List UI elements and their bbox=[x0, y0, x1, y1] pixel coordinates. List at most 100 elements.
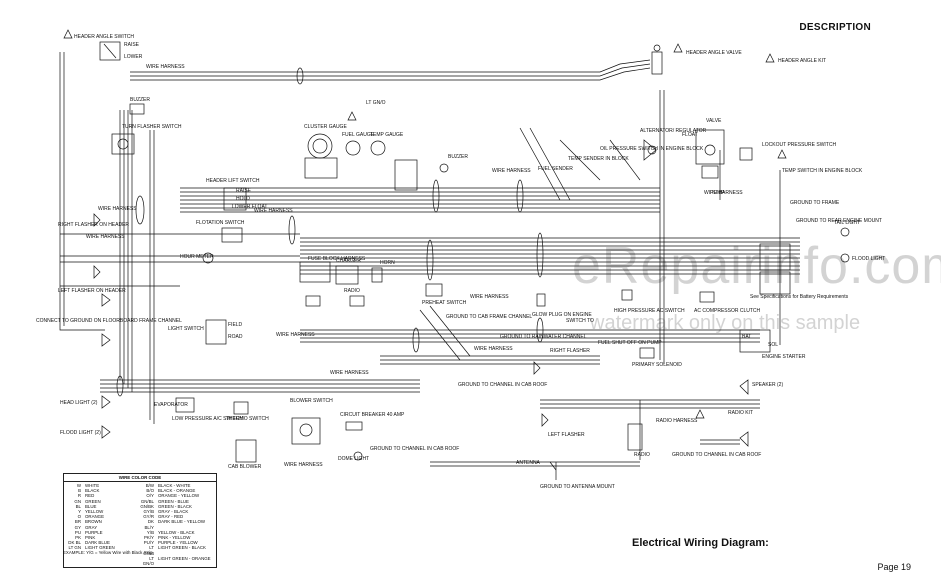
label-header-angle-switch: HEADER ANGLE SWITCH bbox=[74, 34, 134, 40]
color-code-row: PK PINK bbox=[67, 535, 140, 540]
color-code-name: BLUE bbox=[85, 503, 97, 509]
color-code-row: GN/BK GREEN - BLACK bbox=[140, 504, 213, 509]
label-lockout-pressure: LOCKOUT PRESSURE SWITCH bbox=[762, 142, 836, 148]
battery-starter bbox=[739, 243, 791, 353]
color-code-abbrev: LT GN/B bbox=[143, 545, 154, 556]
temp-gauge-component bbox=[370, 140, 386, 156]
solenoid-components bbox=[639, 347, 655, 359]
label-temp-switch: TEMP SWITCH IN ENGINE BLOCK bbox=[782, 168, 863, 174]
label-circuit-breaker: CIRCUIT BREAKER 40 AMP bbox=[340, 412, 405, 418]
alternator-component bbox=[643, 139, 657, 161]
connector-block bbox=[394, 159, 449, 191]
label-light-switch: LIGHT SWITCH bbox=[168, 326, 204, 332]
radio-unit bbox=[627, 423, 643, 451]
label-ground-cab-roof: GROUND TO CHANNEL IN CAB ROOF bbox=[458, 382, 547, 388]
label-radio: RADIO bbox=[344, 288, 360, 294]
color-code-name: LIGHT GREEN bbox=[85, 545, 115, 551]
color-code-abbrev: BL bbox=[75, 503, 81, 509]
label-cluster-gauge: CLUSTER GAUGE bbox=[304, 124, 347, 130]
fuse-block bbox=[299, 261, 359, 285]
label-fuel-sender: FUEL SENDER bbox=[538, 166, 573, 172]
label-dome-light: DOME LIGHT bbox=[338, 456, 369, 462]
color-code-row: GN/BL GREEN - BLUE bbox=[140, 499, 213, 504]
label-ground-cab-roof-2: GROUND TO CHANNEL IN CAB ROOF bbox=[370, 446, 459, 452]
color-code-name: GREEN - BLUE bbox=[158, 498, 189, 504]
color-code-name: PINK bbox=[85, 535, 96, 541]
color-code-name: ORANGE - YELLOW bbox=[158, 493, 200, 499]
label-glow-plug: GLOW PLUG ON ENGINE bbox=[532, 312, 592, 318]
label-radio-harness: RADIO HARNESS bbox=[656, 418, 698, 424]
color-code-abbrev: DK BL/Y bbox=[144, 519, 154, 530]
label-ground-cab-roof-3: GROUND TO CHANNEL IN CAB ROOF bbox=[672, 452, 761, 458]
flotation-switch bbox=[221, 227, 243, 243]
color-code-name: GREEN - BLACK bbox=[158, 503, 192, 509]
label-wire-harness-bottom: WIRE HARNESS bbox=[284, 462, 323, 468]
label-buzzer-2: BUZZER bbox=[448, 154, 468, 160]
label-header-angle-kit: HEADER ANGLE KIT bbox=[778, 58, 826, 64]
label-flood-light-rear: FLOOD LIGHT bbox=[852, 256, 885, 262]
color-code-row: LT GN/B LIGHT GREEN - BLACK bbox=[140, 545, 213, 555]
color-code-abbrev: GN/BL bbox=[140, 498, 154, 504]
label-alternator: ALTERNATOR/ REGULATOR bbox=[640, 128, 707, 134]
color-code-abbrev: O bbox=[77, 514, 81, 520]
label-lower-float: LOWER FLOAT bbox=[232, 204, 267, 210]
turn-flasher-switch bbox=[111, 133, 135, 155]
label-turn-flasher-switch: TURN FLASHER SWITCH bbox=[122, 124, 182, 130]
label-pump: PUMP bbox=[710, 190, 725, 196]
color-code-name: ORANGE bbox=[85, 514, 105, 520]
dome-light-component bbox=[353, 451, 363, 461]
color-code-name: BLACK bbox=[85, 488, 100, 494]
label-left-flasher-cab: LEFT FLASHER bbox=[548, 432, 585, 438]
label-wire-harness-lift: WIRE HARNESS bbox=[254, 208, 293, 214]
color-code-abbrev: LT GN/O bbox=[142, 555, 154, 567]
cab-blower-component bbox=[235, 439, 257, 463]
label-wire-harness-top: WIRE HARNESS bbox=[146, 64, 185, 70]
label-flotation-switch: FLOTATION SWITCH bbox=[196, 220, 245, 226]
color-code-name: LIGHT GREEN - BLACK bbox=[158, 545, 206, 551]
label-cab-blower: CAB BLOWER bbox=[228, 464, 262, 470]
color-code-abbrev: PU bbox=[74, 529, 81, 535]
label-ground-cab-frame: GROUND TO CAB FRAME CHANNEL bbox=[446, 314, 532, 320]
label-temp-gauge: TEMP GAUGE bbox=[370, 132, 404, 138]
buzzer-component bbox=[129, 103, 145, 115]
color-code-abbrev: LT GN bbox=[68, 545, 81, 551]
warning-triangles bbox=[63, 29, 787, 419]
color-code-abbrev: GN/BK bbox=[140, 503, 154, 509]
label-wire-harness-topright: WIRE HARNESS bbox=[704, 190, 743, 196]
label-lt-grey: LT GN/O bbox=[366, 100, 386, 106]
color-code-abbrev: PK bbox=[75, 535, 81, 541]
label-fuse-block: FUSE BLOCK HARNESS bbox=[308, 256, 366, 262]
wire-bundles bbox=[59, 52, 800, 467]
label-switch-to: SWITCH TO bbox=[566, 318, 594, 324]
label-fuel-shutoff: FUEL SHUT OFF ON PUMP bbox=[598, 340, 662, 346]
diagram-caption: Electrical Wiring Diagram: bbox=[632, 537, 769, 549]
label-raise-2: RAISE bbox=[236, 188, 252, 194]
label-wire-harness-left2: WIRE HARNESS bbox=[98, 206, 137, 212]
label-preheat: PREHEAT SWITCH bbox=[422, 300, 467, 306]
color-code-abbrev: PU/Y bbox=[143, 540, 154, 546]
label-thermo-switch: THERMO SWITCH bbox=[226, 416, 269, 422]
label-radio-unit: RADIO bbox=[634, 452, 650, 458]
color-code-abbrev: DK BL bbox=[68, 540, 81, 546]
color-code-name: GRAY - BLACK bbox=[158, 509, 189, 515]
label-connect-ground: CONNECT TO GROUND ON FLOORBOARD FRAME CH… bbox=[36, 318, 182, 324]
color-code-abbrev: GY bbox=[74, 524, 81, 530]
label-right-flasher: RIGHT FLASHER ON HEADER bbox=[58, 222, 129, 228]
color-code-abbrev: PK/Y bbox=[143, 535, 154, 541]
color-code-name: WHITE bbox=[85, 483, 100, 488]
label-ac-compressor: AC COMPRESSOR CLUTCH bbox=[694, 308, 761, 314]
harness-markers bbox=[116, 67, 544, 397]
